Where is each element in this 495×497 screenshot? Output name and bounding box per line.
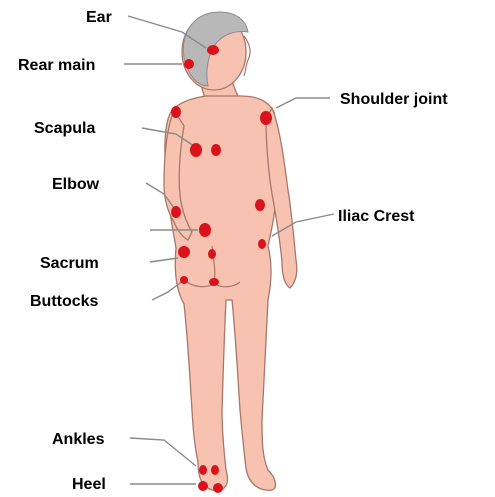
pressure-point-hip <box>255 199 265 211</box>
label-buttocks: Buttocks <box>30 293 99 310</box>
pressure-point-elbow <box>171 206 181 218</box>
pressure-point-rear-main <box>184 59 194 69</box>
label-scapula: Scapula <box>34 120 95 137</box>
sacrum-leader <box>150 258 178 262</box>
label-ankles: Ankles <box>52 431 105 448</box>
pressure-point-shoulder-joint <box>260 111 272 125</box>
pressure-point-iliac-crest <box>258 239 266 249</box>
label-shoulder-joint: Shoulder joint <box>340 91 448 108</box>
label-elbow: Elbow <box>52 176 100 193</box>
torso <box>165 96 277 490</box>
pressure-point-sacrum <box>178 246 190 258</box>
pressure-point-scapula-left <box>190 143 202 157</box>
pressure-point-ankle-right <box>211 465 219 475</box>
pressure-point-heel-right <box>213 483 223 493</box>
pressure-point-upper-back <box>171 106 181 118</box>
pressure-point-scapula-right <box>211 144 221 156</box>
ankles-leader <box>130 438 196 466</box>
pressure-point-coccyx <box>208 249 216 259</box>
pressure-point-buttocks-right <box>209 278 219 286</box>
pressure-point-heel-left <box>198 481 208 491</box>
shoulder-joint-leader <box>276 98 330 108</box>
pressure-point-ear <box>207 45 219 55</box>
label-heel: Heel <box>72 476 106 493</box>
pressure-point-mid-back <box>199 223 211 237</box>
label-iliac-crest: Iliac Crest <box>338 208 415 225</box>
label-sacrum: Sacrum <box>40 255 99 272</box>
label-ear: Ear <box>86 9 112 26</box>
pressure-point-ankle-left <box>199 465 207 475</box>
label-rear-main: Rear main <box>18 57 95 74</box>
pressure-point-buttocks-left <box>180 276 188 284</box>
